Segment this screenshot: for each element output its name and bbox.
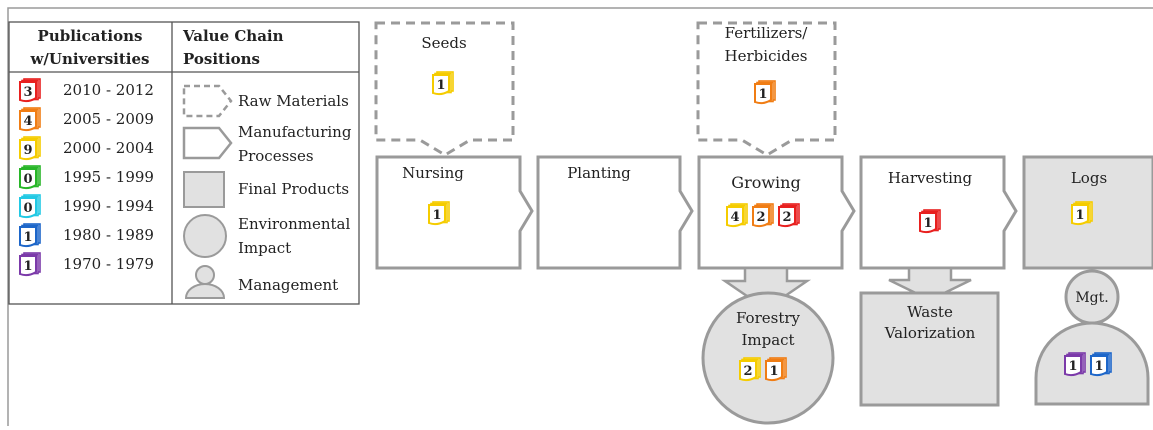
legend-year-range-6: 1970 - 1979 xyxy=(63,255,154,273)
logs-label: Logs xyxy=(1071,169,1107,187)
planting-process xyxy=(536,155,694,270)
value-chain-header-line2: Positions xyxy=(183,50,260,68)
growing-badge-1-count: 2 xyxy=(756,210,765,225)
legend-badge-6: 1 xyxy=(19,252,41,277)
forestry-impact-badge-0: 2 xyxy=(739,357,761,382)
management-badge-1: 1 xyxy=(1090,352,1112,377)
planting-label: Planting xyxy=(567,164,631,182)
legend-badge-3: 0 xyxy=(19,165,41,190)
seeds-label: Seeds xyxy=(421,34,466,52)
forestry-impact-label-line2: Impact xyxy=(741,331,794,349)
logs-badges: 1 xyxy=(1071,201,1093,226)
legend-badge-5: 1 xyxy=(19,223,41,248)
legend-badge-6-count: 1 xyxy=(23,259,32,274)
environmental-impact-shape xyxy=(183,214,227,258)
harvesting-badges: 1 xyxy=(919,209,941,234)
seeds-box xyxy=(374,21,515,157)
forestry-impact-badge-1: 1 xyxy=(765,357,787,382)
legend-badge-0: 3 xyxy=(19,78,41,103)
forestry-impact-circle xyxy=(701,291,835,425)
forestry-impact-badge-1-count: 1 xyxy=(769,364,778,379)
waste-valorization-label-line2: Valorization xyxy=(884,324,976,342)
harvesting-badge-0: 1 xyxy=(919,209,941,234)
legend-year-rows: 3 2010 - 2012 4 2005 - 2009 9 2000 - 2004 0 199… xyxy=(19,78,154,277)
management-badge-0: 1 xyxy=(1064,352,1086,377)
publications-header-line2: w/Universities xyxy=(30,50,150,68)
seeds-badge-0-count: 1 xyxy=(436,78,445,93)
legend-year-range-0: 2010 - 2012 xyxy=(63,81,154,99)
logs-badge-0-count: 1 xyxy=(1075,208,1084,223)
legend-badge-1: 4 xyxy=(19,107,41,132)
fertilizers-badge-0-count: 1 xyxy=(758,87,767,102)
figure-frame xyxy=(7,7,1153,430)
growing-badge-1: 2 xyxy=(752,203,774,228)
growing-badge-0: 4 xyxy=(726,203,748,228)
legend-year-range-5: 1980 - 1989 xyxy=(63,226,154,244)
growing-process xyxy=(697,155,856,270)
legend-badge-2: 9 xyxy=(19,136,41,161)
logs-badge-0: 1 xyxy=(1071,201,1093,226)
legend-badge-3-count: 0 xyxy=(23,172,32,187)
management-badge-0-count: 1 xyxy=(1068,359,1077,374)
nursing-label: Nursing xyxy=(402,164,464,182)
value-chain-header-line1: Value Chain xyxy=(182,27,284,45)
nursing-badge-0-count: 1 xyxy=(432,208,441,223)
manufacturing-label-line2: Processes xyxy=(238,147,314,165)
final-products-shape xyxy=(183,171,225,208)
legend-badge-4-count: 0 xyxy=(23,201,32,216)
publications-header-line1: Publications xyxy=(38,27,143,45)
raw-materials-shape xyxy=(182,84,233,118)
forestry-impact-badge-0-count: 2 xyxy=(743,364,752,379)
forestry-impact-label-line1: Forestry xyxy=(736,309,801,327)
environmental-label-line1: Environmental xyxy=(238,215,350,233)
legend-box xyxy=(8,21,360,305)
manufacturing-label-line1: Manufacturing xyxy=(238,123,352,141)
growing-label: Growing xyxy=(731,173,800,192)
legend-badge-0-count: 3 xyxy=(23,85,32,100)
harvesting-badge-0-count: 1 xyxy=(923,216,932,231)
seeds-badges: 1 xyxy=(432,71,454,96)
legend-badge-5-count: 1 xyxy=(23,230,32,245)
management-label: Management xyxy=(238,276,338,294)
nursing-process xyxy=(375,155,534,270)
legend: Publications w/Universities Value Chain … xyxy=(8,21,360,305)
legend-year-range-4: 1990 - 1994 xyxy=(63,197,154,215)
management-shape xyxy=(184,265,226,299)
fertilizers-badges: 1 xyxy=(754,80,776,105)
growing-badge-2-count: 2 xyxy=(782,210,791,225)
environmental-label-line2: Impact xyxy=(238,239,291,257)
legend-year-range-3: 1995 - 1999 xyxy=(63,168,154,186)
final-products-label: Final Products xyxy=(238,180,349,198)
legend-year-range-1: 2005 - 2009 xyxy=(63,110,154,128)
harvesting-label: Harvesting xyxy=(888,169,973,187)
raw-materials-label: Raw Materials xyxy=(238,92,349,110)
fertilizers-label-line2: Herbicides xyxy=(725,47,808,65)
fertilizers-label-line1: Fertilizers/ xyxy=(725,24,809,42)
nursing-badge-0: 1 xyxy=(428,201,450,226)
legend-year-range-2: 2000 - 2004 xyxy=(63,139,154,157)
legend-badge-2-count: 9 xyxy=(23,143,32,158)
management-badge-1-count: 1 xyxy=(1094,359,1103,374)
management-head-label: Mgt. xyxy=(1075,290,1108,306)
seeds-badge-0: 1 xyxy=(432,71,454,96)
waste-valorization-label-line1: Waste xyxy=(907,303,953,321)
fertilizers-box xyxy=(696,21,837,157)
legend-badge-4: 0 xyxy=(19,194,41,219)
growing-badge-0-count: 4 xyxy=(730,210,739,225)
legend-badge-1-count: 4 xyxy=(23,114,32,129)
growing-badge-2: 2 xyxy=(778,203,800,228)
manufacturing-shape xyxy=(182,126,233,160)
waste-valorization-final-product xyxy=(859,291,1000,407)
fertilizers-badge-0: 1 xyxy=(754,80,776,105)
growing-badges: 4 2 2 xyxy=(726,203,800,228)
harvesting-to-waste-arrow xyxy=(888,266,972,302)
nursing-badges: 1 xyxy=(428,201,450,226)
